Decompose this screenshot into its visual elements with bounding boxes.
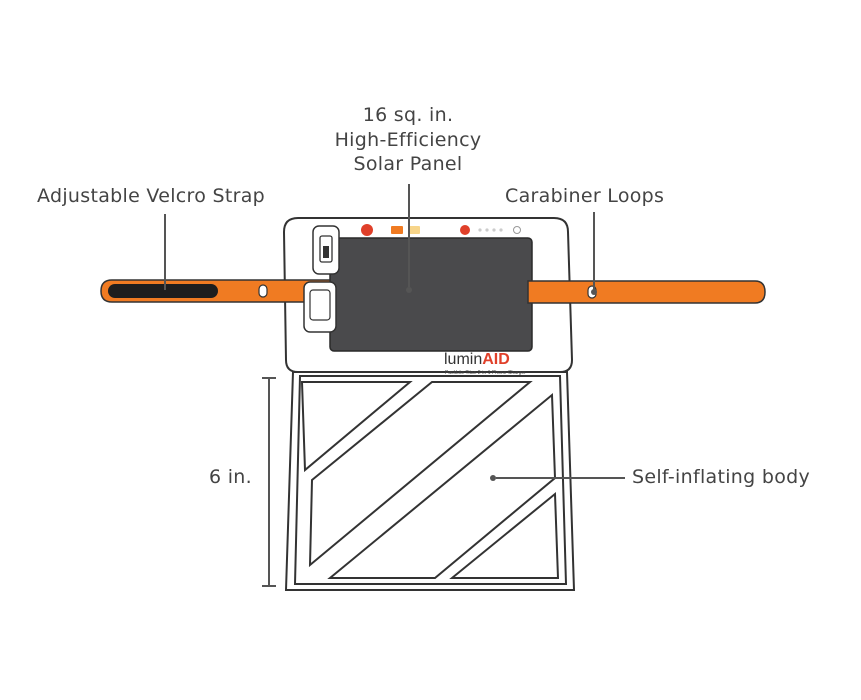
brand-logo: luminAID xyxy=(444,351,510,369)
height-label: 6 in. xyxy=(209,466,252,488)
brand-tagline: PackLite Titan 2-in-1 Phone Charger xyxy=(445,370,526,376)
charge-indicator-icon xyxy=(460,225,470,235)
solar-panel-label: 16 sq. in. High-Efficiency Solar Panel xyxy=(318,103,498,177)
lantern-body xyxy=(284,371,576,591)
velcro-strap xyxy=(100,279,766,304)
indicator-icons xyxy=(361,224,521,236)
body-label: Self-inflating body xyxy=(632,466,811,488)
carabiner-loop-left xyxy=(258,284,268,298)
brand-name-suffix: AID xyxy=(482,351,510,368)
battery-icon xyxy=(391,226,403,234)
power-button-icon xyxy=(361,224,373,236)
brand-name-prefix: lumin xyxy=(444,351,483,368)
strap-label: Adjustable Velcro Strap xyxy=(37,185,266,207)
solar-label-line-2: High-Efficiency xyxy=(334,128,482,151)
leader-lines xyxy=(164,184,625,587)
charging-ports xyxy=(303,225,340,333)
carabiner-label: Carabiner Loops xyxy=(505,185,665,207)
solar-panel xyxy=(329,237,533,352)
solar-label-line-1: 16 sq. in. xyxy=(362,104,454,126)
solar-label-line-3: Solar Panel xyxy=(353,153,463,176)
leader-dots xyxy=(406,287,597,481)
